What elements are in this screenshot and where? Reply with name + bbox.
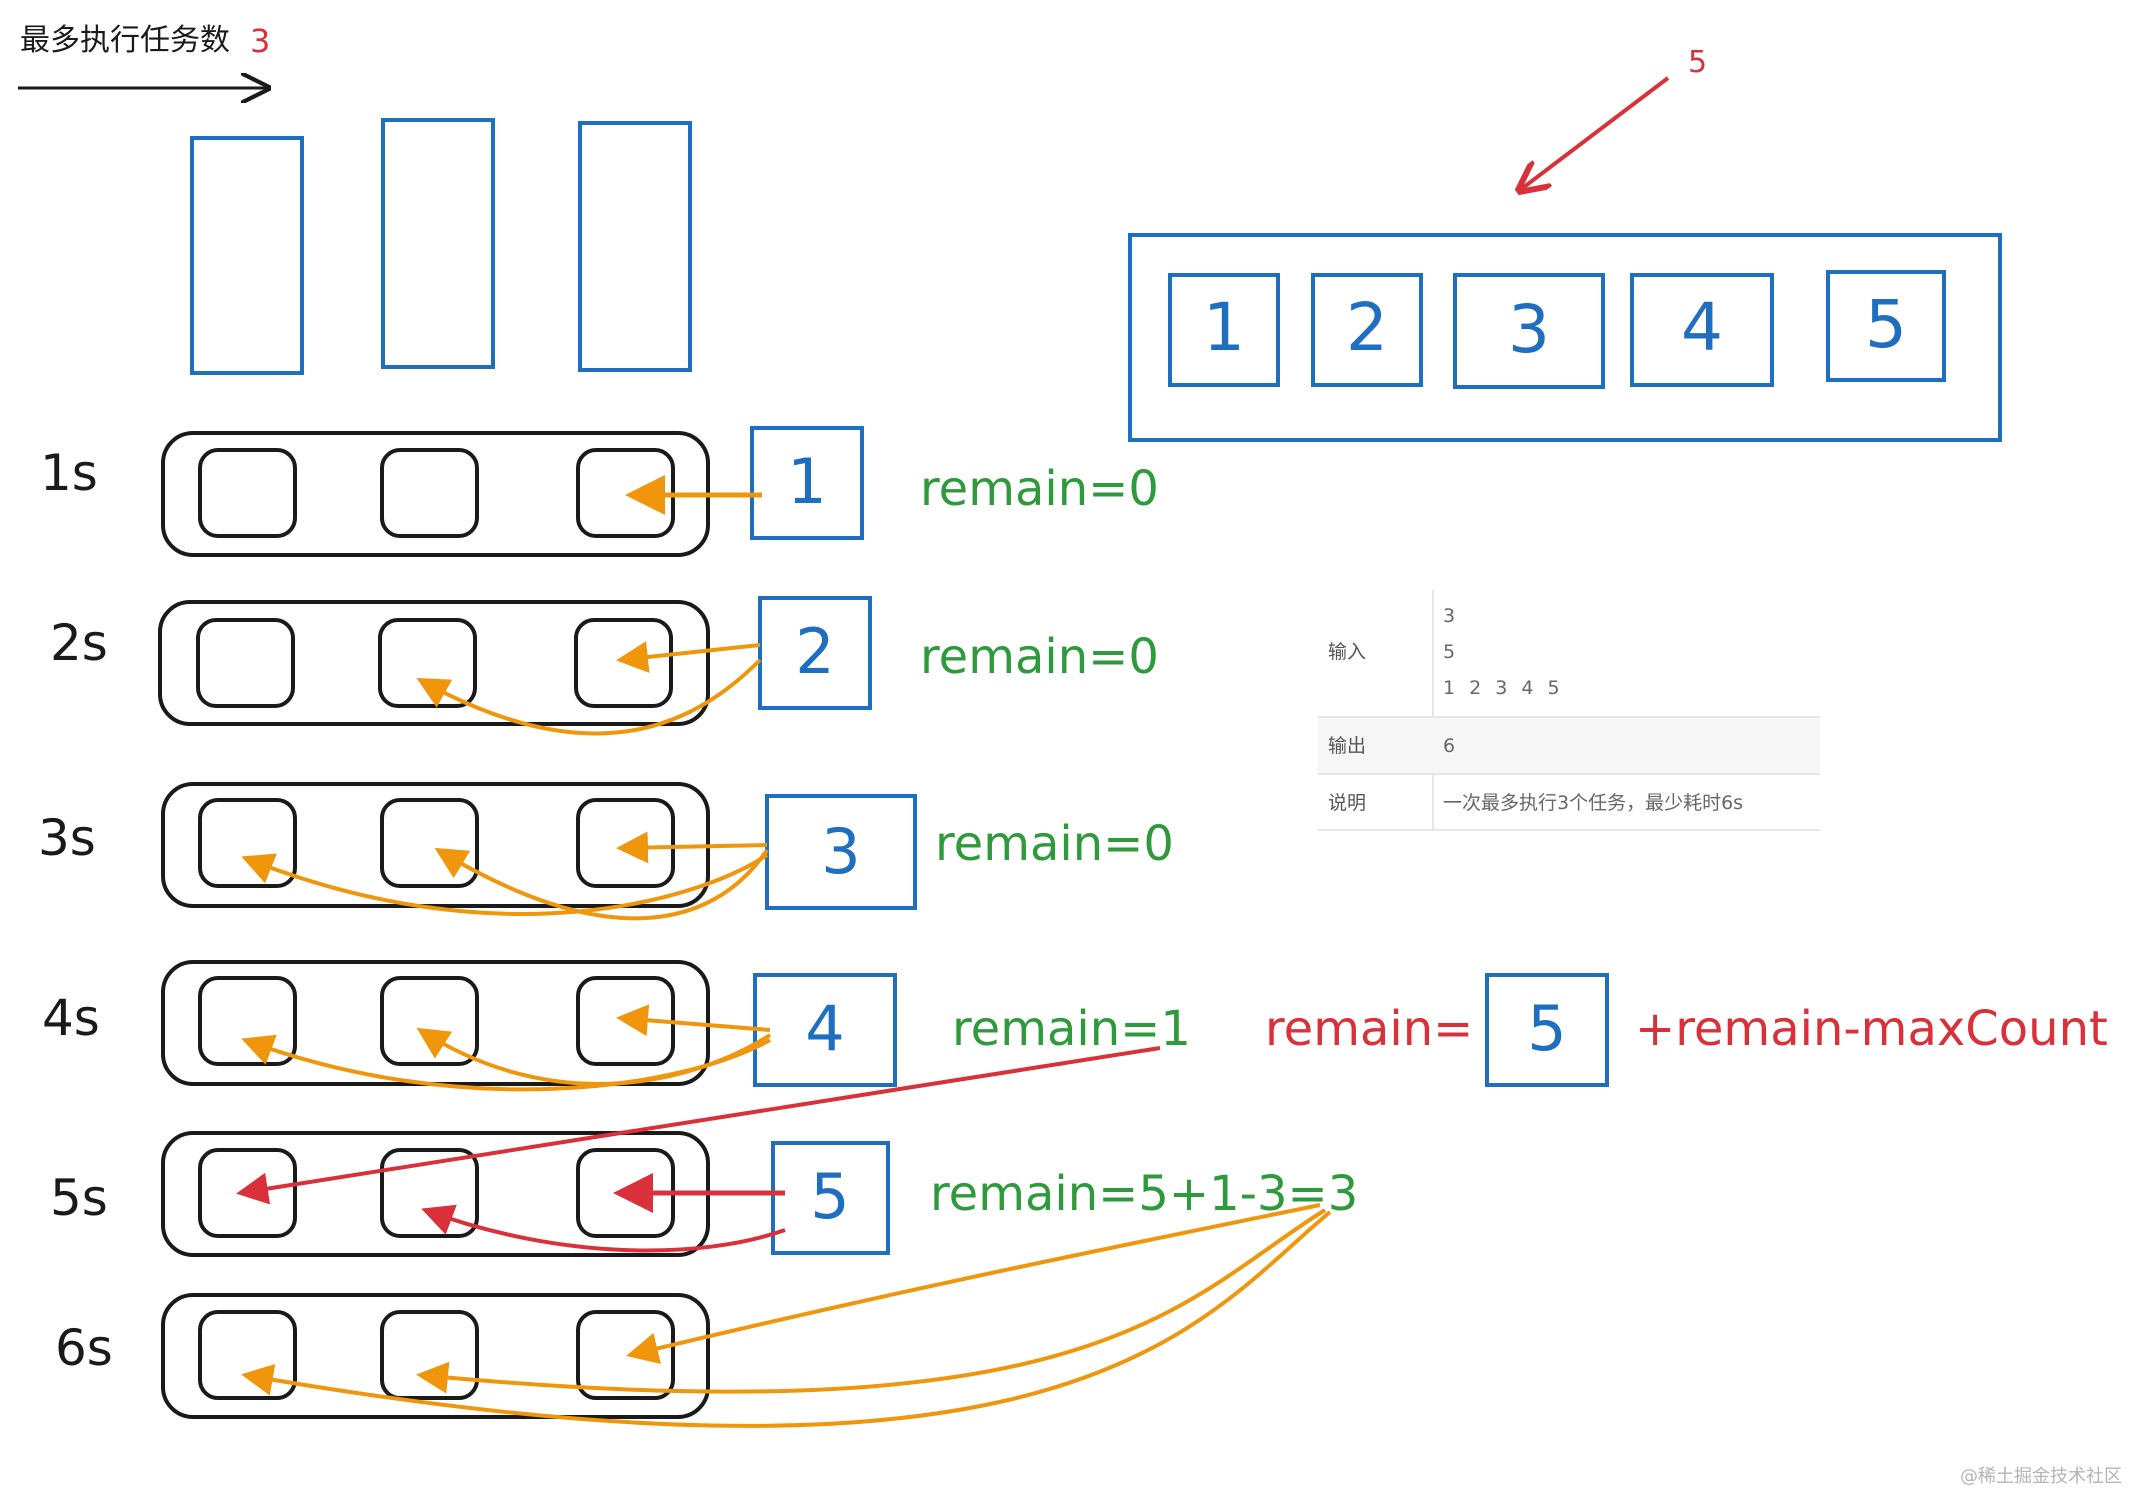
- slot-group: [161, 1293, 710, 1419]
- assign-arrow: [616, 1004, 771, 1037]
- slot: [198, 448, 297, 538]
- task-box: [758, 596, 872, 710]
- task-box-label: 2: [795, 615, 834, 688]
- slot: [380, 798, 479, 888]
- queue-task-label: 4: [1681, 289, 1723, 366]
- task-box-label: 1: [787, 445, 826, 518]
- slot: [576, 798, 675, 888]
- queue-task: 2: [1311, 273, 1423, 387]
- time-label: 6s: [55, 1319, 113, 1377]
- remaining-arrow: [626, 1203, 1321, 1365]
- slot-group: [158, 600, 710, 726]
- example-table: 输入 3 5 1 2 3 4 5 输出 6 说明 一次最多执行3个任务，最少耗时…: [1318, 590, 1820, 831]
- task-box-label: 4: [805, 992, 844, 1065]
- assign-arrow: [434, 847, 769, 921]
- slot: [198, 1310, 297, 1400]
- example-row-label: 说明: [1328, 792, 1366, 814]
- worker-slot: [190, 136, 304, 375]
- assign-arrow: [616, 641, 761, 673]
- example-row-label: 输入: [1328, 641, 1366, 663]
- formula-task-box: [1485, 973, 1609, 1087]
- task-box: [771, 1141, 890, 1255]
- max-count-value: 3: [250, 22, 270, 60]
- task-box-label: 3: [821, 815, 860, 888]
- time-label: 2s: [50, 614, 108, 672]
- remain-label: remain=5+1-3=3: [930, 1166, 1358, 1222]
- remain-label: remain=0: [935, 816, 1174, 872]
- formula-prefix: remain=: [1265, 1001, 1473, 1057]
- slot: [380, 1310, 479, 1400]
- queue-task: 5: [1826, 270, 1946, 382]
- slot: [380, 1148, 479, 1238]
- queue-task-label: 2: [1346, 289, 1388, 366]
- slot: [198, 798, 297, 888]
- formula-task-label: 5: [1527, 992, 1566, 1065]
- time-label: 3s: [38, 809, 96, 867]
- remaining-arrow: [416, 1208, 1327, 1394]
- example-row-label: 输出: [1328, 735, 1366, 757]
- queue-task-label: 3: [1508, 291, 1550, 368]
- example-row-value: 一次最多执行3个任务，最少耗时6s: [1443, 792, 1743, 814]
- assign-arrow: [416, 1027, 772, 1086]
- assign-arrow: [416, 658, 762, 736]
- time-label: 4s: [42, 989, 100, 1047]
- example-row-value: 3: [1443, 605, 1455, 627]
- incoming-arrow: [1520, 76, 1670, 190]
- incoming-count: 5: [1688, 45, 1707, 80]
- slot: [574, 618, 673, 708]
- remaining-arrow: [241, 1210, 1332, 1428]
- time-label: 5s: [50, 1169, 108, 1227]
- remain-label: remain=0: [920, 629, 1159, 685]
- assign-arrow: [241, 1034, 771, 1092]
- watermark: @稀土掘金技术社区: [1960, 1466, 2122, 1487]
- remain-label: remain=0: [920, 461, 1159, 517]
- queue-task: 1: [1168, 273, 1280, 387]
- title-label: 最多执行任务数: [20, 23, 230, 58]
- slot: [378, 618, 477, 708]
- formula-suffix: +remain-maxCount: [1635, 1001, 2108, 1057]
- queue-task: 4: [1630, 273, 1774, 387]
- slot: [576, 1310, 675, 1400]
- time-label: 1s: [40, 444, 98, 502]
- example-row-value: 5: [1443, 641, 1455, 663]
- assign-arrow: [421, 1204, 786, 1253]
- task-box: [750, 426, 864, 540]
- task-queue: [1128, 233, 2002, 442]
- slot: [380, 976, 479, 1066]
- assign-arrow: [241, 853, 769, 916]
- queue-task: 3: [1453, 273, 1605, 389]
- assign-arrow: [616, 831, 768, 864]
- slot: [196, 618, 295, 708]
- slot: [380, 448, 479, 538]
- example-row-value: 1 2 3 4 5: [1443, 677, 1564, 699]
- queue-task-label: 5: [1865, 286, 1907, 363]
- slot: [198, 1148, 297, 1238]
- task-box-label: 5: [810, 1160, 849, 1233]
- worker-slot: [381, 118, 495, 369]
- example-row-value: 6: [1443, 735, 1455, 757]
- carry-over-arrow: [236, 1046, 1161, 1205]
- worker-slot: [578, 121, 692, 372]
- queue-task-label: 1: [1203, 289, 1245, 366]
